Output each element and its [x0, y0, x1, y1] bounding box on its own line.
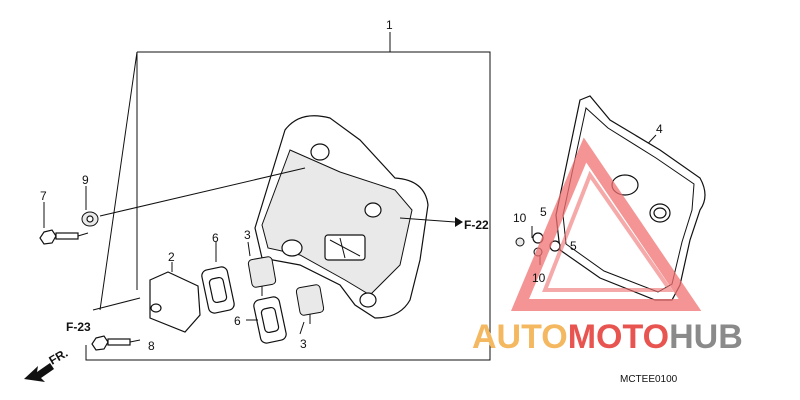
- callout-10-top: 10: [513, 211, 527, 225]
- callout-9: 9: [82, 173, 89, 187]
- cylinder-head-cover: [254, 115, 429, 319]
- bolt-part: [39, 211, 141, 351]
- callout-5-top: 5: [540, 205, 547, 219]
- head-cover-gasket-part: [555, 95, 706, 301]
- watermark-logo: [510, 137, 702, 311]
- callout-8: 8: [148, 339, 155, 353]
- callout-5-right: 5: [570, 239, 577, 253]
- callout-3-top: 3: [244, 228, 251, 242]
- diagram-code: MCTEE0100: [620, 374, 678, 385]
- callout-7: 7: [40, 189, 47, 203]
- callout-1: 1: [386, 18, 393, 32]
- watermark-hub: HUB: [669, 318, 743, 356]
- side-cover-part: [149, 262, 201, 333]
- assembly-frame: [85, 32, 491, 361]
- watermark-moto: MOTO: [568, 318, 669, 356]
- callout-6-top: 6: [212, 231, 219, 245]
- front-arrow-icon: [24, 363, 54, 382]
- gasket-part: [201, 266, 287, 344]
- watermark-text: AUTOMOTOHUB: [472, 318, 743, 356]
- callout-4: 4: [656, 122, 663, 136]
- callout-10-bottom: 10: [532, 271, 546, 285]
- reed-valve-part: [247, 256, 325, 324]
- f22-arrow-icon: [455, 217, 463, 227]
- reference-f22: F-22: [464, 218, 489, 232]
- reference-f23: F-23: [66, 320, 91, 334]
- watermark-auto: AUTO: [472, 318, 568, 356]
- callout-6-bottom: 6: [234, 314, 241, 328]
- callout-3-bottom: 3: [300, 337, 307, 351]
- callout-2: 2: [168, 250, 175, 264]
